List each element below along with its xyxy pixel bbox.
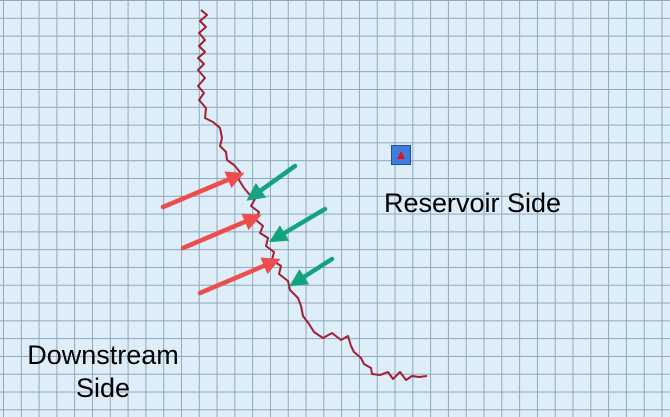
downstream-side-label: Downstream Side [18,339,188,405]
downstream-label-line2: Side [75,373,131,403]
reservoir-side-label: Reservoir Side [384,188,562,218]
inflow-arrow-3 [197,257,281,296]
red-triangle-on-blue-square-icon [391,145,411,165]
downstream-label-line1: Downstream [27,340,179,370]
red-triangle-icon [397,151,405,159]
outflow-arrow-1 [246,163,298,201]
inflow-arrow-1 [160,171,245,210]
outflow-arrow-2 [269,206,328,243]
inflow-arrow-2 [180,213,262,251]
seepage-boundary-line [197,9,428,381]
outflow-arrow-3 [289,256,335,287]
